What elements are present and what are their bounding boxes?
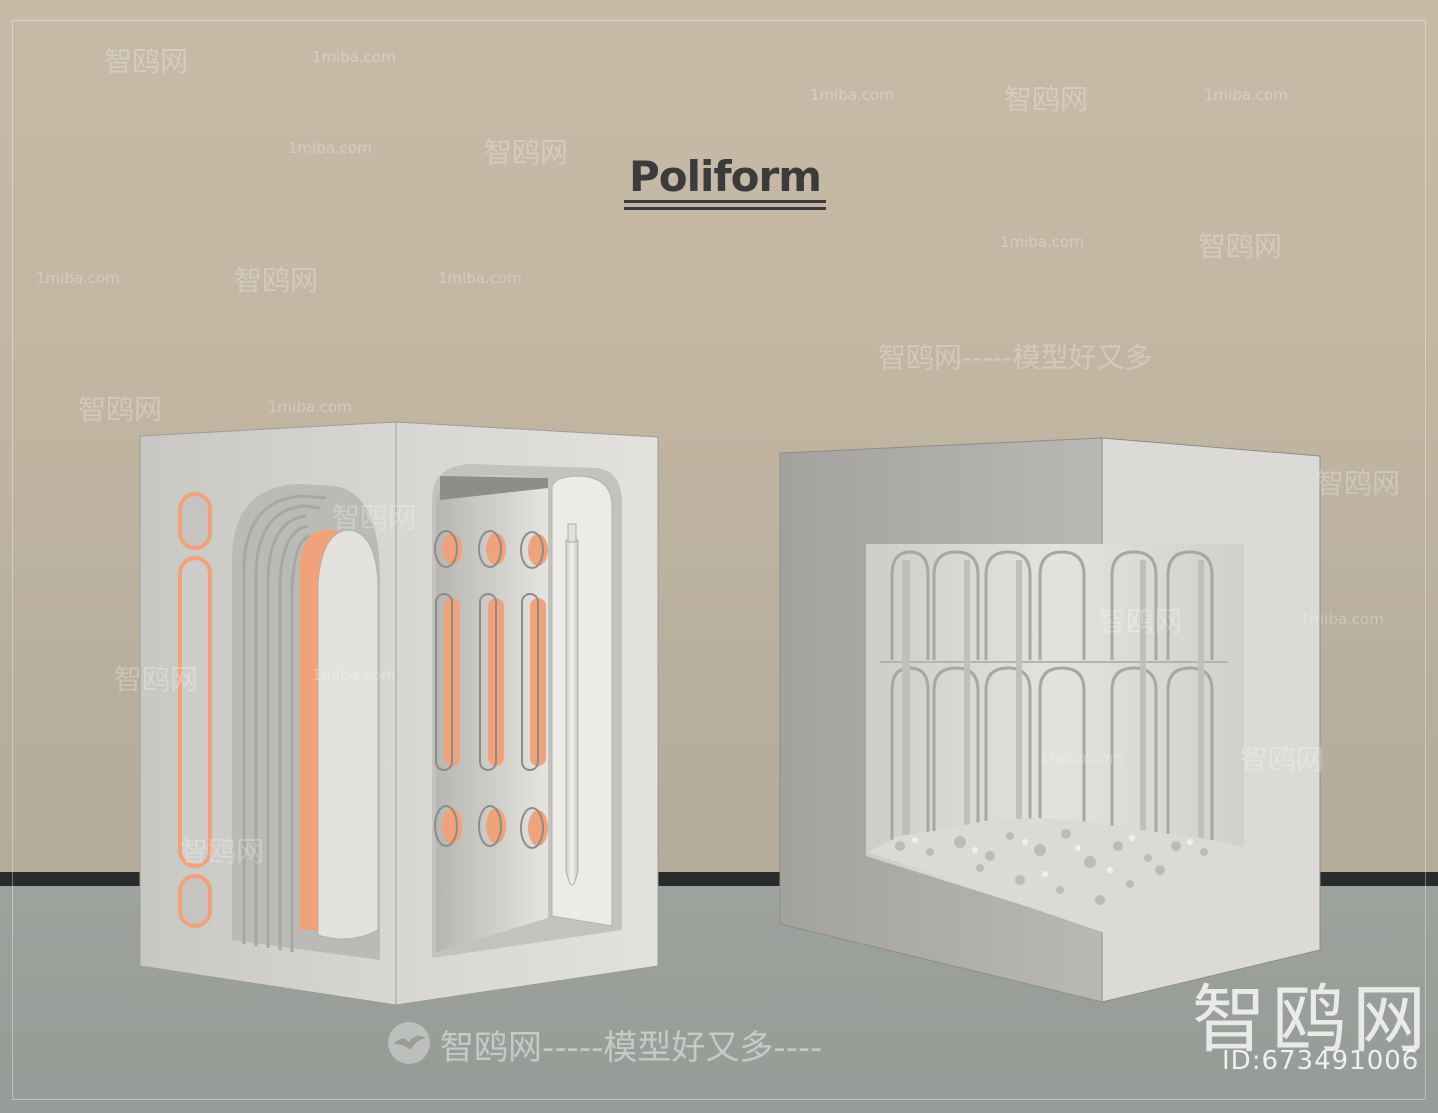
watermark-slogan-bottom: 智鸥网-----模型好又多---- <box>440 1028 823 1068</box>
side-slots <box>178 492 212 928</box>
watermark-cn: 智鸥网 <box>1240 743 1325 776</box>
rubble-floor <box>868 818 1242 932</box>
watermark-id: ID:673491006 <box>1222 1046 1420 1076</box>
watermark-site: 1miba.com <box>36 269 120 287</box>
watermark-site: 1miba.com <box>312 666 396 684</box>
watermark-cn: 智鸥网 <box>180 835 265 868</box>
watermark-cn: 智鸥网 <box>1316 467 1401 500</box>
watermark-site: 1miba.com <box>1300 610 1384 628</box>
watermark-site: 1miba.com <box>312 48 396 66</box>
watermark-cn: 智鸥网 <box>1098 605 1183 638</box>
arcade-row-upper <box>890 550 1214 660</box>
watermark-cn: 智鸥网 <box>104 45 189 78</box>
watermark-site: 1miba.com <box>268 398 352 416</box>
watermark-cn: 智鸥网 <box>78 393 163 426</box>
watermark-cn: 智鸥网 <box>484 136 569 169</box>
watermark-cn: 智鸥网 <box>1198 230 1283 263</box>
watermark-site: 1miba.com <box>1204 86 1288 104</box>
watermark-slogan: 智鸥网-----模型好又多 <box>878 341 1153 374</box>
watermark-site: 1miba.com <box>438 269 522 287</box>
watermark-cn: 智鸥网 <box>114 663 199 696</box>
watermark-cn: 智鸥网 <box>332 501 417 534</box>
brand-underline-2 <box>624 207 826 210</box>
watermark-cn: 智鸥网 <box>234 264 319 297</box>
left-cabinet <box>139 421 659 1006</box>
watermark-cn: 智鸥网 <box>1004 83 1089 116</box>
watermark-site: 1miba.com <box>1040 749 1124 767</box>
seagull-logo-icon <box>388 1022 430 1064</box>
hole-grid <box>434 530 548 849</box>
room-columns <box>902 560 1204 850</box>
front-opening <box>432 464 622 958</box>
right-cabinet <box>779 437 1321 1003</box>
watermark-site: 1miba.com <box>810 86 894 104</box>
brand-underline <box>624 200 826 203</box>
watermark-big-cn: 智鸥网 <box>1192 977 1432 1063</box>
watermark-site: 1miba.com <box>1000 233 1084 251</box>
side-arch <box>232 484 380 960</box>
watermark-site: 1miba.com <box>288 139 372 157</box>
brand-logo: Poliform <box>628 152 822 201</box>
